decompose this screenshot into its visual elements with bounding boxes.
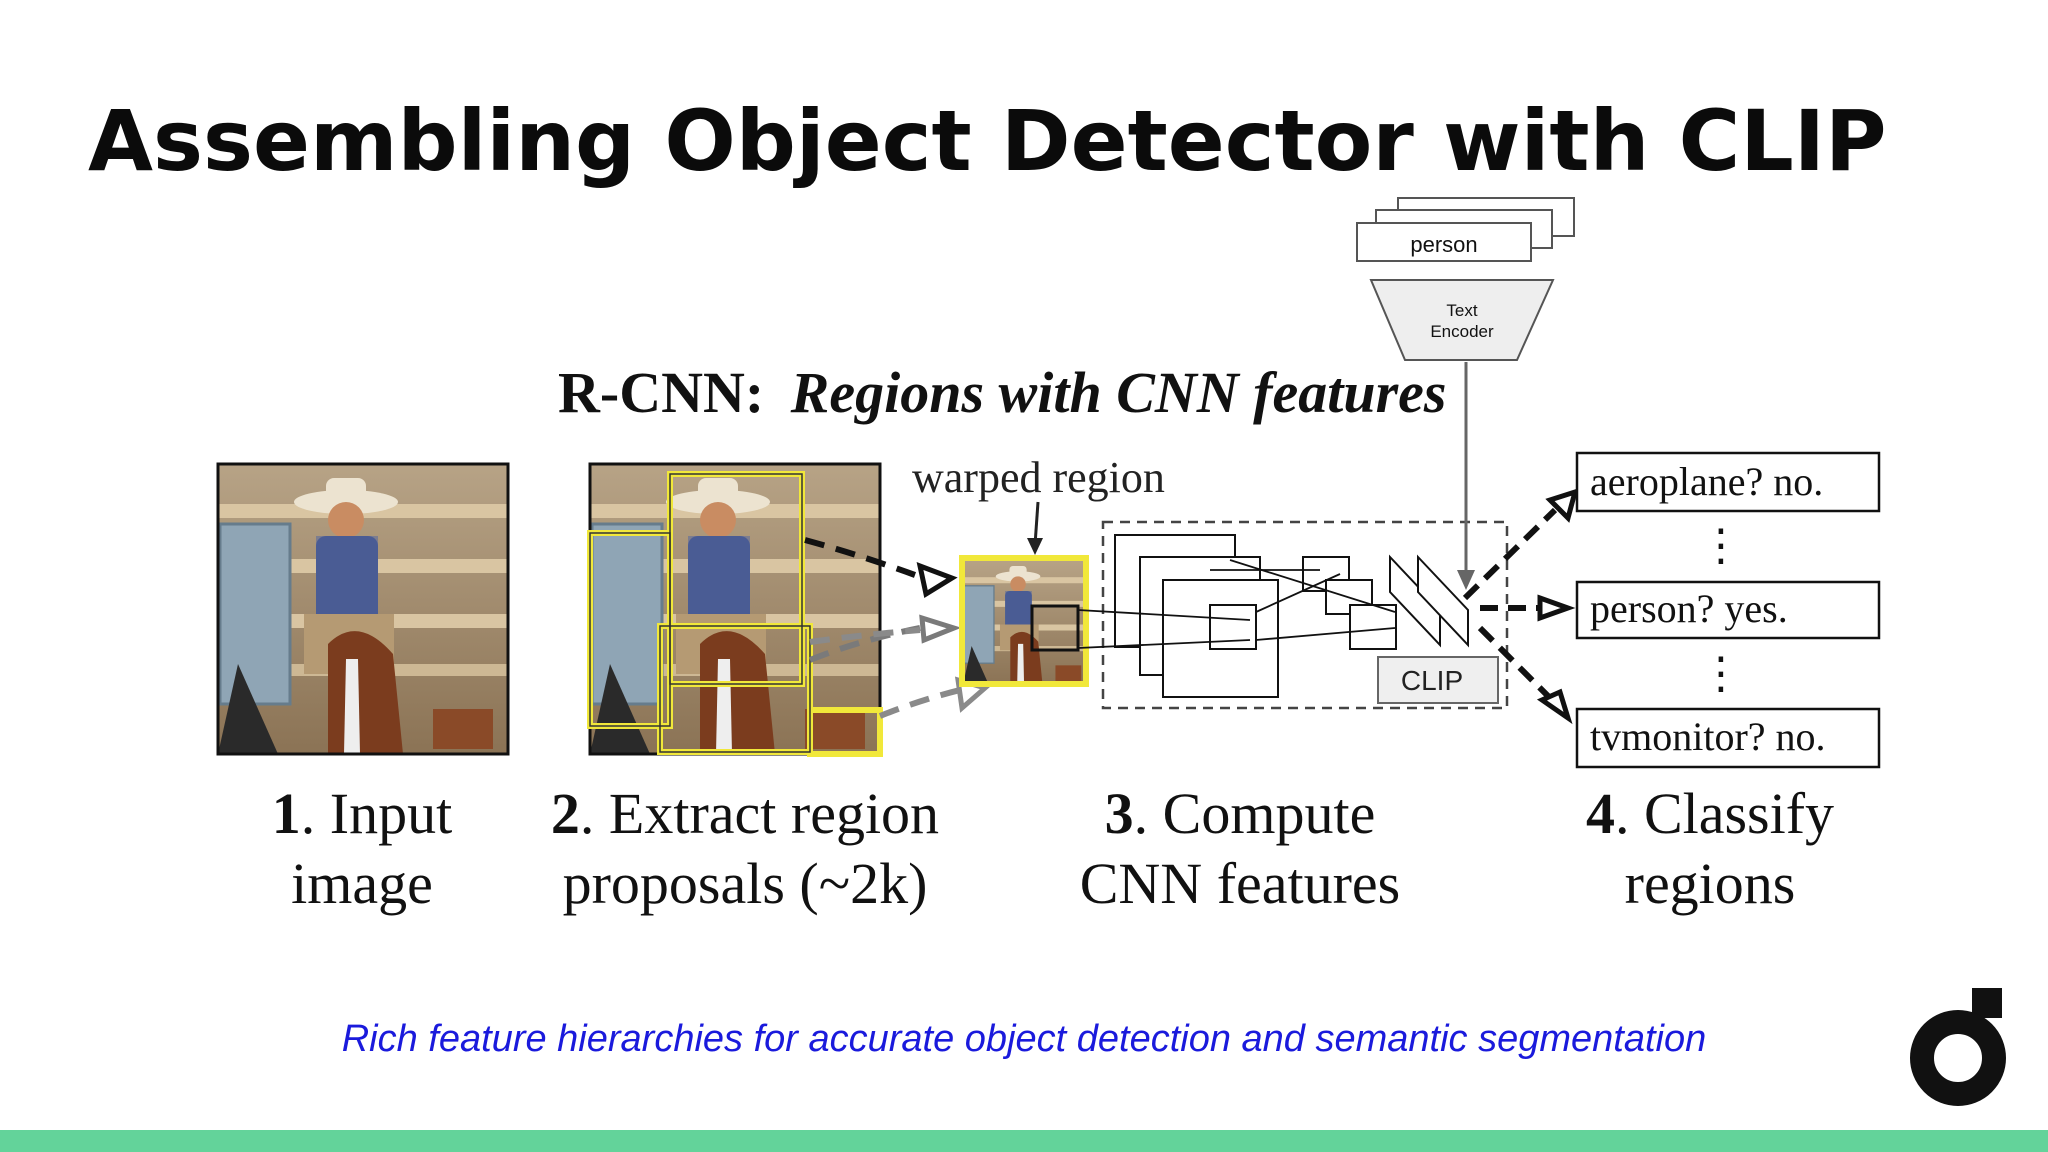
step-1-line1: 1. Input [272,781,452,846]
warped-pointer-arrowhead [1027,538,1043,555]
warped-region-box [959,555,1089,687]
text-prompt-stack [1356,197,1575,262]
text-encoder-line1: Text [1446,301,1477,320]
proposal-box-outlines [589,473,811,753]
vertical-ellipsis: ⋮ [1699,520,1743,571]
vertical-ellipsis: ⋮ [1699,648,1743,699]
classification-box [1575,580,1881,640]
step-1-line2: image [291,851,433,916]
classification-label: person? yes. [1590,586,1788,631]
classify-arrows [1462,507,1558,701]
step-captions: 1. Input image 2. Extract region proposa… [272,781,1834,916]
accent-bar [0,1130,2048,1152]
clip-box [1377,656,1499,704]
warped-region-image [962,559,1089,686]
warped-region-label: warped region [912,453,1165,502]
brand-logo-icon [1910,988,2006,1106]
warped-pointer-arrow [1033,501,1040,546]
paper-citation: Rich feature hierarchies for accurate ob… [341,1018,1707,1060]
step-2-line1: 2. Extract region [551,781,939,846]
classification-box [1575,707,1881,769]
cnn-container [1101,520,1509,710]
clip-label: CLIP [1401,665,1463,696]
diagram-heading: R-CNN: Regions with CNN features [558,360,1447,425]
text-encoder-shape [1369,279,1555,361]
classification-label: tvmonitor? no. [1590,714,1826,759]
encoder-to-clip-arrowhead [1457,570,1475,590]
classify-arrowheads [1536,488,1579,725]
classification-label: aeroplane? no. [1590,459,1823,504]
text-encoder-line2: Encoder [1430,322,1494,341]
step-4-line1: 4. Classify [1586,781,1834,846]
receptive-field-box [1030,604,1080,652]
text-prompt-label: person [1410,232,1477,257]
step-4-line2: regions [1625,851,1796,916]
cnn-layers [1114,534,1469,698]
classification-box [1575,451,1881,513]
slide-title: Assembling Object Detector with CLIP [88,92,1887,190]
classification-list: aeroplane? no. person? yes. tvmonitor? n… [1575,451,1881,769]
step-3-line1: 3. Compute [1105,781,1376,846]
cnn-connection-lines [1077,559,1396,649]
step-3-line2: CNN features [1080,851,1401,916]
heading-prefix: R-CNN: [558,360,764,425]
input-image [216,462,510,756]
step-2-line2: proposals (~2k) [563,851,928,916]
proposal-arrows [804,537,961,719]
heading-italic: Regions with CNN features [790,360,1447,425]
